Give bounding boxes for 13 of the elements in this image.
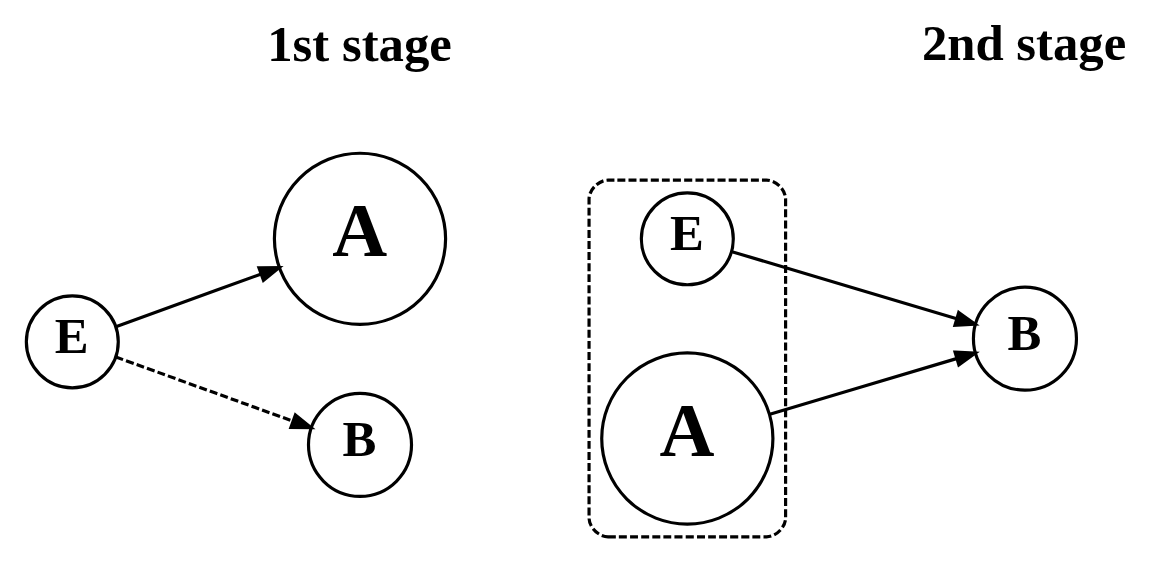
- label: 1st stage: [267, 16, 452, 73]
- label: 2nd stage: [921, 14, 1127, 71]
- node-circle: A: [600, 351, 775, 526]
- arrow: [731, 250, 980, 327]
- node-circle: B: [971, 285, 1079, 392]
- cluster: [587, 178, 788, 539]
- node-circle: A: [272, 151, 448, 326]
- node-circle: B: [306, 391, 414, 498]
- node-circle: E: [24, 294, 120, 390]
- arrow: [115, 265, 284, 329]
- arrow: [769, 350, 980, 416]
- node-circle: E: [639, 191, 735, 287]
- arrow: [115, 355, 316, 430]
